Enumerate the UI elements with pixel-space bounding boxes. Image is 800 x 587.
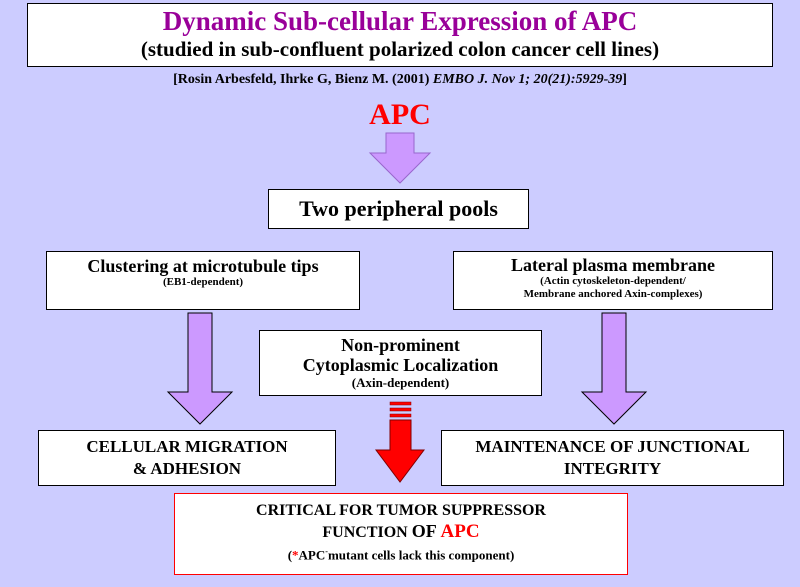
title-box: Dynamic Sub-cellular Expression of APC (… — [27, 3, 773, 67]
cytoplasmic-box: Non-prominent Cytoplasmic Localization (… — [259, 330, 542, 396]
apc-label: APC — [369, 98, 431, 131]
junction-line1: MAINTENANCE OF JUNCTIONAL — [475, 437, 750, 456]
critical-function-word: FUNCTION — [322, 524, 412, 541]
arrow-right-down — [580, 312, 648, 425]
lateral-membrane-box: Lateral plasma membrane (Actin cytoskele… — [453, 251, 773, 310]
microtubule-tips-title: Clustering at microtubule tips — [87, 256, 319, 276]
critical-box: CRITICAL FOR TUMOR SUPPRESSOR FUNCTION O… — [174, 493, 628, 575]
pools-box: Two peripheral pools — [268, 189, 529, 229]
lateral-membrane-sub2: Membrane anchored Axin-complexes) — [523, 288, 703, 300]
arrow-left-down — [166, 312, 234, 425]
citation: [Rosin Arbesfeld, Ihrke G, Bienz M. (200… — [0, 72, 800, 88]
citation-authors: [Rosin Arbesfeld, Ihrke G, Bienz M. (200… — [173, 72, 433, 87]
migration-line2: & ADHESION — [132, 459, 242, 478]
junction-line2: INTEGRITY — [563, 459, 662, 478]
cytoplasmic-line2: Cytoplasmic Localization — [302, 355, 499, 375]
junction-box: MAINTENANCE OF JUNCTIONAL INTEGRITY — [441, 430, 784, 486]
migration-box: CELLULAR MIGRATION & ADHESION — [38, 430, 336, 486]
cytoplasmic-line1: Non-prominent — [341, 335, 460, 355]
arrow-center-red — [375, 401, 425, 483]
critical-apc: APC — [440, 521, 480, 542]
microtubule-tips-box: Clustering at microtubule tips (EB1-depe… — [46, 251, 360, 310]
critical-of-word: OF — [411, 521, 441, 541]
critical-line1: CRITICAL FOR TUMOR SUPPRESSOR — [256, 502, 546, 519]
note-open: ( — [287, 547, 293, 563]
note-superscript: - — [325, 547, 328, 556]
citation-journal: EMBO J. Nov 1; 20(21):5929-39 — [432, 72, 623, 87]
citation-close: ] — [622, 72, 627, 87]
lateral-membrane-title: Lateral plasma membrane — [511, 255, 715, 275]
page-subtitle: (studied in sub-confluent polarized colo… — [140, 37, 660, 61]
note-rest: mutant cells lack this component) — [327, 547, 515, 563]
arrow-apc-to-pools — [368, 132, 432, 184]
note-asterisk: * — [292, 547, 299, 563]
microtubule-tips-sub: (EB1-dependent) — [162, 276, 244, 288]
lateral-membrane-sub1: (Actin cytoskeleton-dependent/ — [540, 275, 686, 287]
migration-line1: CELLULAR MIGRATION — [86, 437, 288, 456]
critical-note: (*APC-mutant cells lack this component) — [175, 543, 627, 563]
note-apc: APC — [298, 547, 326, 563]
critical-line2: FUNCTION OF APC — [175, 521, 627, 543]
cytoplasmic-sub: (Axin-dependent) — [351, 375, 450, 390]
page-title: Dynamic Sub-cellular Expression of APC — [162, 6, 638, 36]
